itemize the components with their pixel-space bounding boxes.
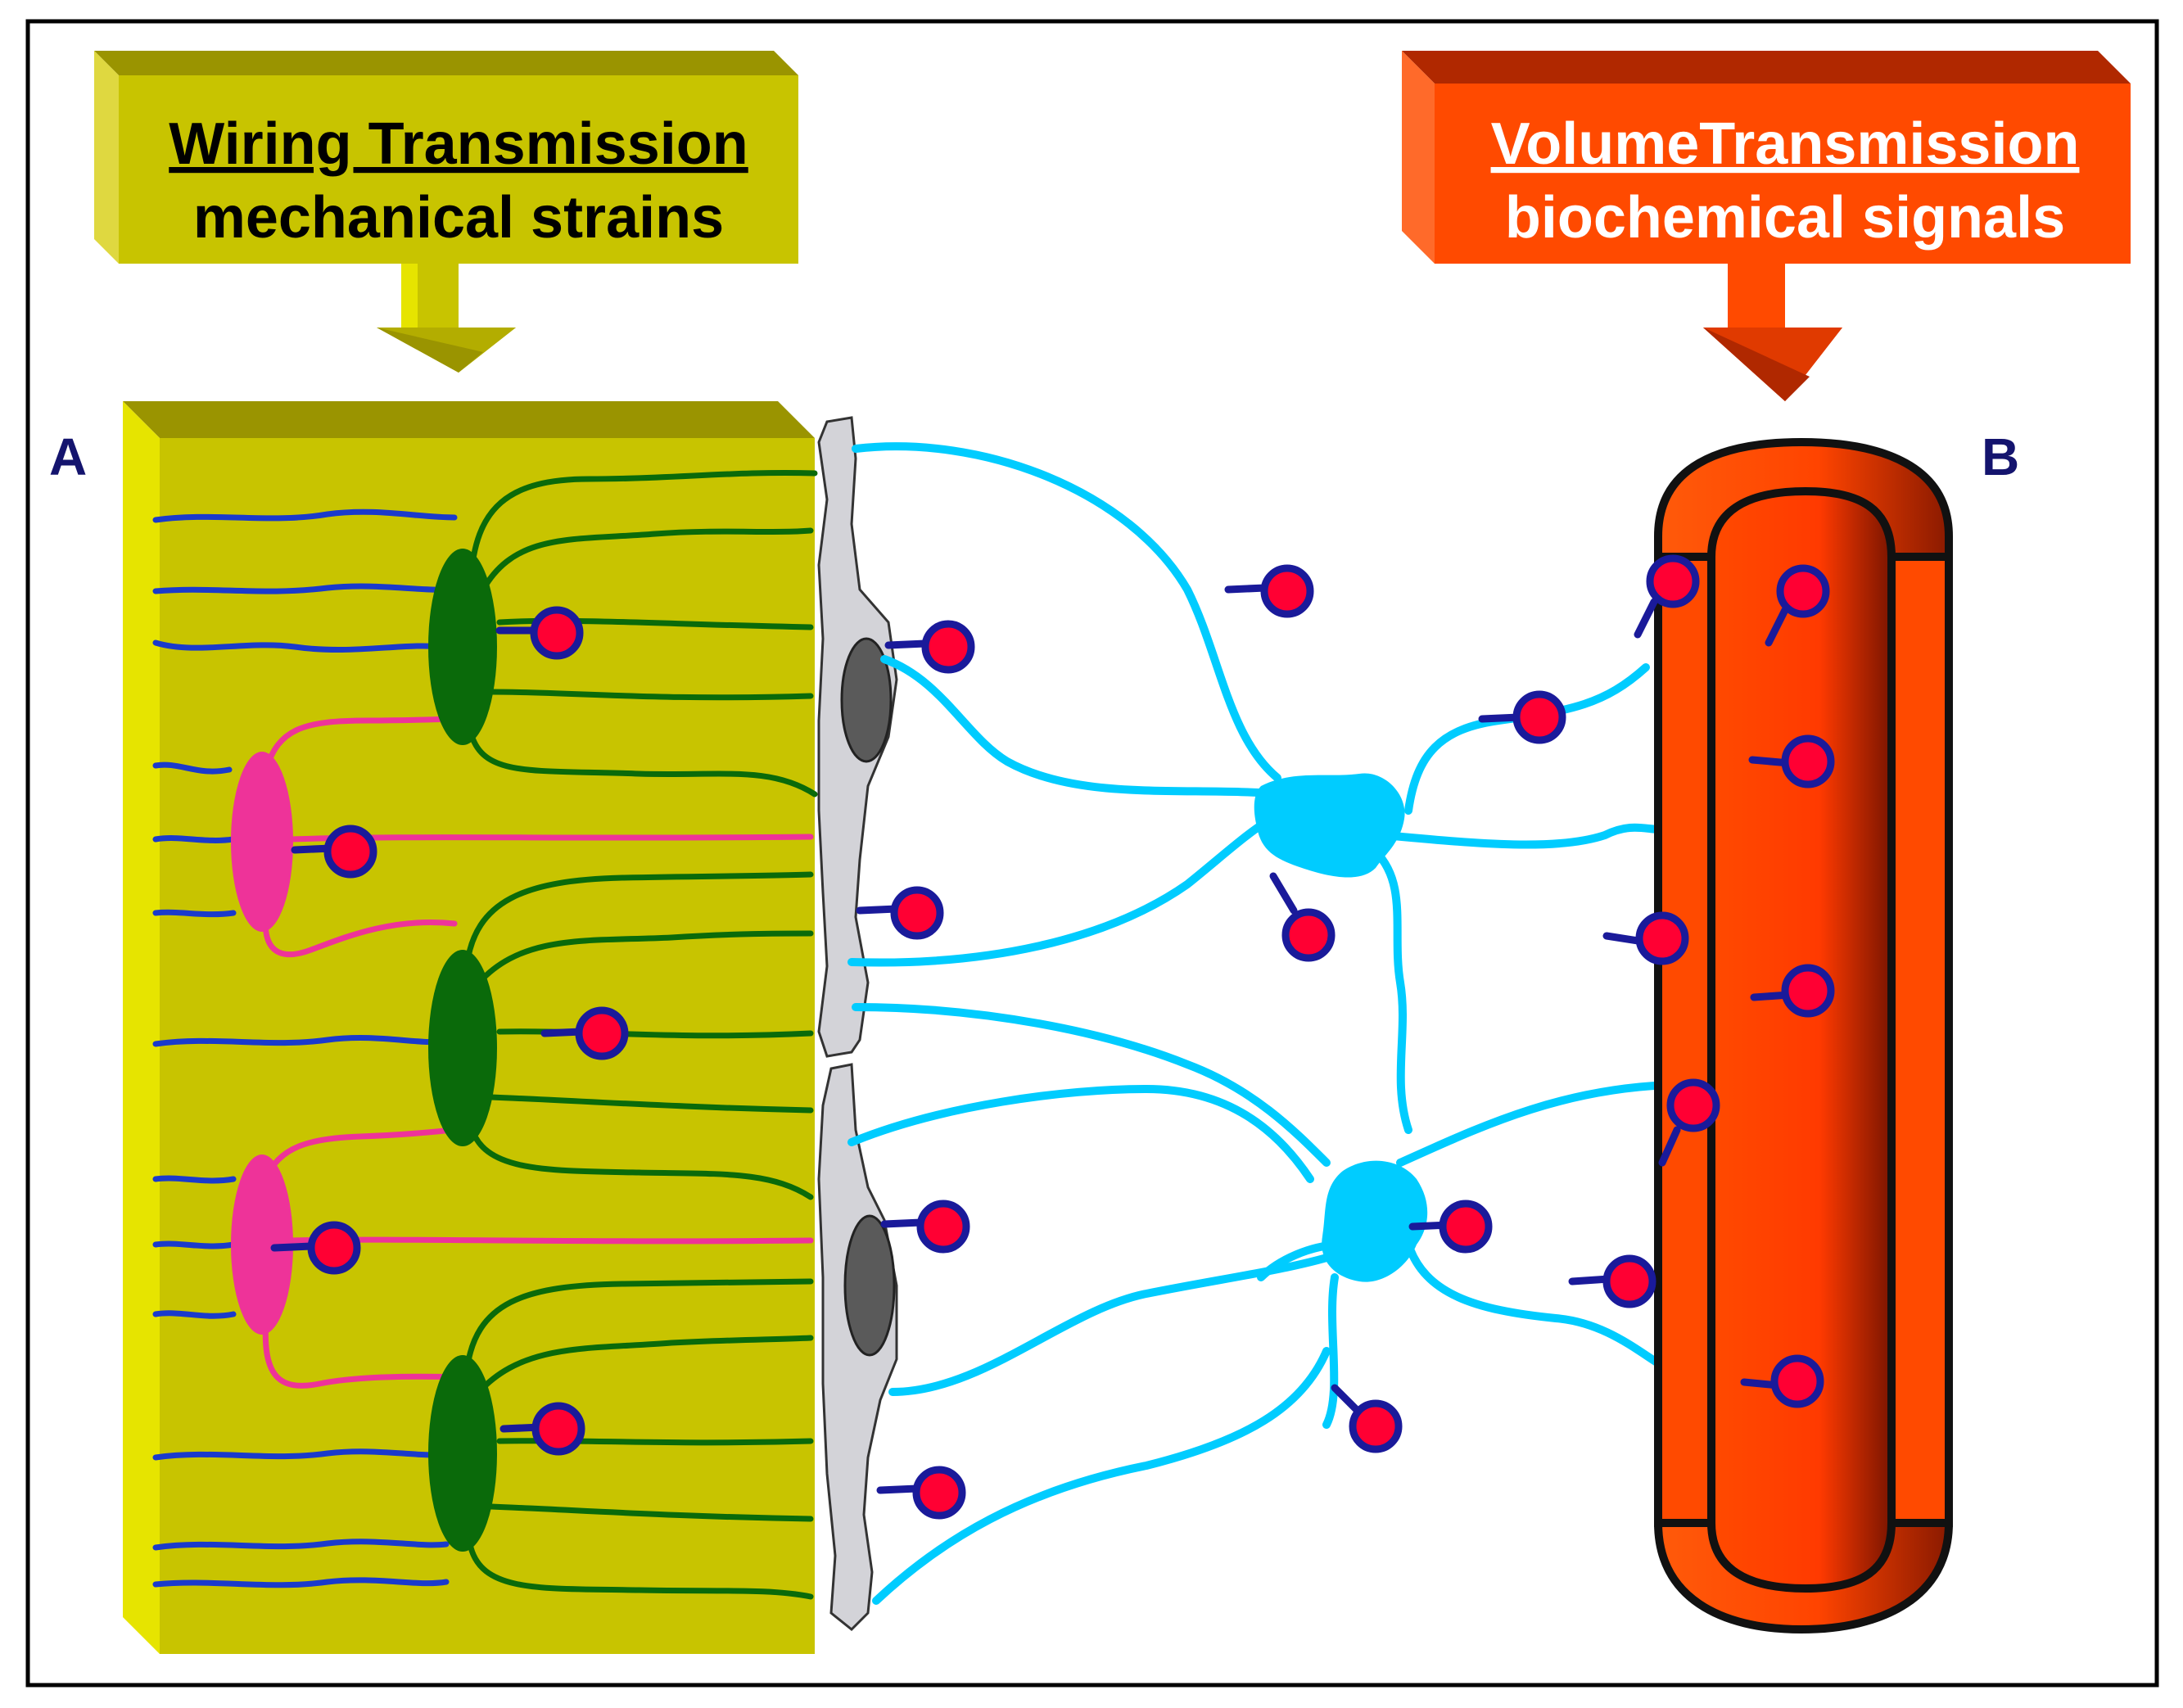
wiring-transmission-box: Wiring Transmission mechanical strains <box>94 51 798 264</box>
signal-molecule <box>291 825 377 879</box>
volume-transmission-subtitle: biochemical signals <box>1505 185 2065 251</box>
astrocyte-lower <box>1322 1160 1428 1282</box>
panel-label-b: B <box>1982 427 2019 486</box>
signal-molecule <box>499 1402 585 1456</box>
blue-axons <box>152 508 458 1588</box>
signal-molecule <box>1748 734 1835 788</box>
volume-transmission-box: VolumeTransmission biochemical signals <box>1402 51 2131 264</box>
astrocyte-processes <box>847 442 1675 1605</box>
astrocytes <box>1254 773 1428 1282</box>
signal-molecule <box>880 1200 970 1254</box>
signal-molecules <box>270 554 1835 1520</box>
signal-molecule <box>1224 564 1314 618</box>
signal-molecule <box>1478 690 1566 744</box>
wiring-transmission-subtitle: mechanical strains <box>193 185 724 251</box>
signal-molecule <box>884 620 975 674</box>
signal-molecule <box>1408 1200 1493 1254</box>
signal-molecule <box>495 606 584 660</box>
panel-label-a: A <box>49 427 87 486</box>
signal-molecule <box>1740 1354 1824 1408</box>
signal-molecule <box>1269 872 1336 962</box>
glial-cells <box>817 416 898 1632</box>
signal-molecule <box>856 886 944 940</box>
blood-vessel <box>1654 437 1953 1634</box>
wiring-transmission-title: Wiring Transmission <box>169 111 748 177</box>
volume-transmission-title: VolumeTransmission <box>1491 111 2080 177</box>
signal-molecule <box>540 1006 629 1060</box>
signal-molecule <box>876 1466 966 1520</box>
signal-molecule <box>1331 1384 1403 1453</box>
signal-molecule <box>1634 554 1700 639</box>
astrocyte-upper <box>1254 773 1405 878</box>
signal-molecule <box>270 1221 361 1275</box>
signal-molecule <box>1602 911 1689 965</box>
volume-arrow-down <box>1703 264 1842 401</box>
wiring-arrow-down <box>377 264 516 373</box>
signal-molecule <box>1750 964 1835 1018</box>
signal-molecule <box>1658 1078 1720 1167</box>
signal-molecule <box>1765 564 1830 647</box>
green-neurons <box>428 469 818 1600</box>
signal-molecule <box>1568 1254 1656 1308</box>
